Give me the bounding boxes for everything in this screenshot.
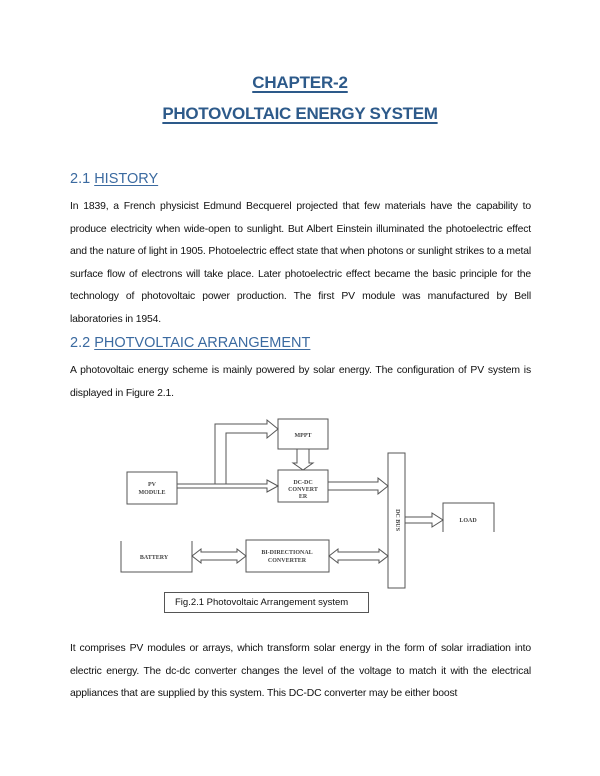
bidirectional-converter-block [245,539,330,573]
mppt-label: MPPT [295,433,312,439]
arrow-pv-to-dcdc [177,479,280,493]
arrow-battery-bidir [191,547,247,565]
chapter-label: CHAPTER-2 [252,73,348,92]
pv-label-2: MODULE [139,490,166,496]
section-heading-history: 2.1 HISTORY [70,171,158,187]
arrow-dcdc-to-bus [328,476,389,496]
battery-block [120,541,193,573]
dcdc-label-3: ER [299,494,308,500]
dcdc-label-1: DC-DC [293,480,312,486]
section-number: 2.2 [70,335,91,351]
load-label: LOAD [459,518,477,524]
section-heading-arrangement: 2.2 PHOTVOLTAIC ARRANGEMENT [70,335,310,351]
history-paragraph: In 1839, a French physicist Edmund Becqu… [70,201,531,325]
section-title: HISTORY [94,171,159,187]
arrow-bus-to-load [405,512,444,528]
bidir-label-2: CONVERTER [268,558,307,564]
bidir-label-1: BI-DIRECTIONAL [261,550,312,556]
arrow-pv-to-mppt [214,418,279,484]
arrow-mppt-to-dcdc [291,449,315,471]
dc-bus-label: DC BUS [394,509,400,532]
arrangement-paragraph-2: It comprises PV modules or arrays, which… [70,643,531,700]
dcdc-converter-block [277,469,329,503]
arrangement-paragraph: A photovoltaic energy scheme is mainly p… [70,365,531,399]
load-block [442,502,495,532]
pv-label-1: PV [148,482,157,488]
battery-label: BATTERY [140,555,169,561]
chapter-title: PHOTOVOLTAIC ENERGY SYSTEM [162,104,438,123]
pv-module-block [126,471,178,505]
arrow-bidir-bus [328,547,389,565]
dc-bus-block [387,452,406,589]
section-title: PHOTVOLTAIC ARRANGEMENT [94,335,311,351]
section-number: 2.1 [70,171,91,187]
mppt-block [277,418,329,450]
dcdc-label-2: CONVERT [288,487,318,493]
figure-caption: Fig.2.1 Photovoltaic Arrangement system [164,592,369,613]
